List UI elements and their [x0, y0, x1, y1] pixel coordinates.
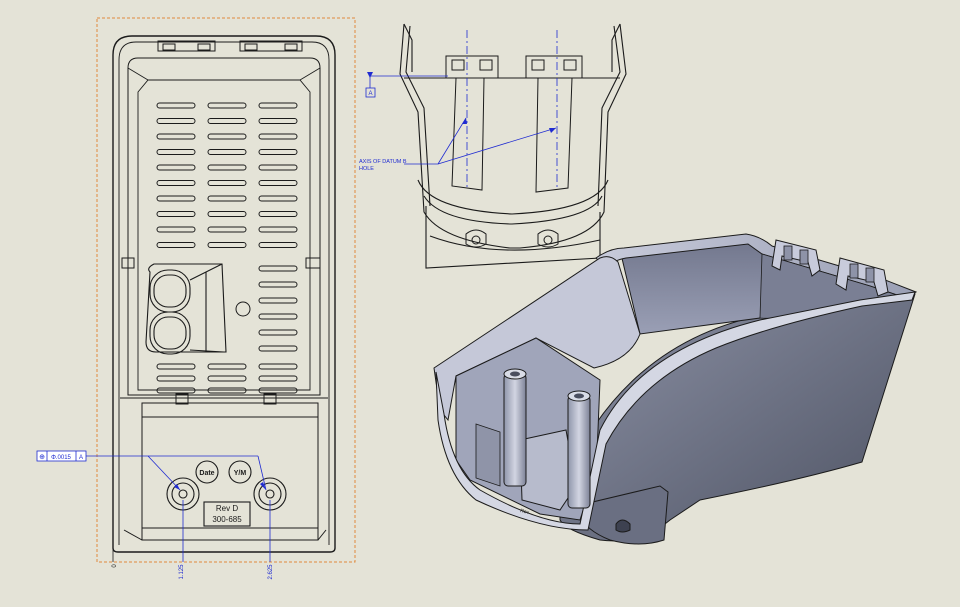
vent-slot [156, 118, 196, 124]
axis-note-line1: AXIS OF DATUM B [359, 159, 407, 165]
vent-slot [207, 102, 247, 109]
vent-slot [207, 226, 247, 233]
dimension-origin-text: 0 [112, 564, 118, 568]
side-view-holes [465, 229, 559, 248]
small-hole [235, 301, 251, 317]
vent-slot [156, 149, 196, 155]
vent-slot [258, 387, 298, 394]
front-view-dimensions [86, 455, 271, 562]
vent-slot [207, 133, 247, 140]
side-view-annotations [369, 30, 558, 190]
part-number-text: 300-685 [212, 515, 242, 524]
vent-slot [258, 149, 298, 155]
lower-band [120, 393, 328, 541]
revision-label: Rev D 300-685 [203, 501, 251, 527]
vent-slot [156, 387, 196, 394]
vent-slot [156, 164, 196, 171]
front-view-outline [112, 35, 336, 553]
vent-slot [258, 211, 298, 217]
tolerance-datum: A [79, 455, 83, 461]
vent-slot [156, 180, 196, 186]
vent-slot [258, 363, 298, 370]
iso-front-rim [435, 291, 916, 531]
date-stamp: Date [195, 460, 219, 484]
tolerance-frame: ⊕ Φ.0015 A [36, 450, 87, 462]
vent-slot [258, 195, 298, 202]
date-stamp-text: Date [199, 470, 214, 477]
side-view-posts [451, 77, 573, 193]
vent-slot [258, 297, 298, 304]
vent-slot [258, 133, 298, 140]
inner-cavity-outline [127, 57, 321, 396]
vent-slot [207, 195, 247, 202]
vent-slot [258, 180, 298, 186]
isometric-view: Rev [433, 233, 918, 545]
axis-note-line2: HOLE [359, 166, 374, 172]
vent-slot [258, 265, 298, 272]
vent-slot [258, 242, 298, 248]
front-view: Date Y/M Rev D 300-685 [36, 17, 356, 580]
tolerance-value: Φ.0015 [51, 455, 71, 461]
vent-slot [156, 375, 196, 382]
vent-slot [258, 345, 298, 352]
vent-slot [156, 195, 196, 202]
view-boundary [96, 17, 356, 563]
iso-outer-shell [559, 293, 916, 542]
vent-slot [207, 375, 247, 382]
vent-slot [258, 226, 298, 233]
vent-slot [156, 102, 196, 109]
iso-post-right [567, 390, 591, 509]
inner-floor-outline [137, 79, 311, 391]
vent-slot [207, 118, 247, 124]
boss-pocket [145, 263, 227, 355]
vent-slot [156, 242, 196, 248]
vent-slot [258, 375, 298, 382]
vent-slot [156, 226, 196, 233]
vent-slot [207, 242, 247, 248]
vent-slot [207, 149, 247, 155]
position-symbol: ⊕ [39, 454, 45, 461]
side-view: A AXIS OF DATUM B HOLE [359, 23, 627, 269]
vent-slot [207, 387, 247, 394]
vent-slot [207, 164, 247, 171]
vent-slot [156, 363, 196, 370]
year-month-stamp: Y/M [228, 460, 252, 484]
vent-slot-array [156, 102, 298, 394]
vent-slot [207, 180, 247, 186]
vent-slot [258, 118, 298, 124]
vent-slot [156, 211, 196, 217]
vent-slot [156, 133, 196, 140]
side-view-clips [445, 55, 583, 79]
rev-text: Rev D [216, 504, 238, 513]
top-clip-left [157, 40, 216, 52]
dimension-left-text: 1.125 [179, 564, 185, 580]
vent-slot [258, 329, 298, 336]
iso-clip-right [835, 257, 889, 297]
vent-slot [207, 363, 247, 370]
side-view-base [417, 179, 609, 269]
vent-slot [258, 164, 298, 171]
vent-slot [258, 313, 298, 320]
dimension-right-text: 2.625 [268, 564, 274, 580]
vent-slot [258, 281, 298, 288]
ym-stamp-text: Y/M [234, 470, 247, 477]
side-notches [121, 257, 321, 269]
iso-clip-left [771, 239, 821, 277]
iso-stamp-text: Rev [520, 508, 530, 516]
vent-slot [207, 211, 247, 217]
iso-post-left [503, 368, 527, 487]
top-clip-right [239, 40, 303, 52]
front-view-inner-wall [118, 41, 330, 545]
vent-slot [258, 102, 298, 109]
datum-a-label: A [368, 91, 372, 97]
